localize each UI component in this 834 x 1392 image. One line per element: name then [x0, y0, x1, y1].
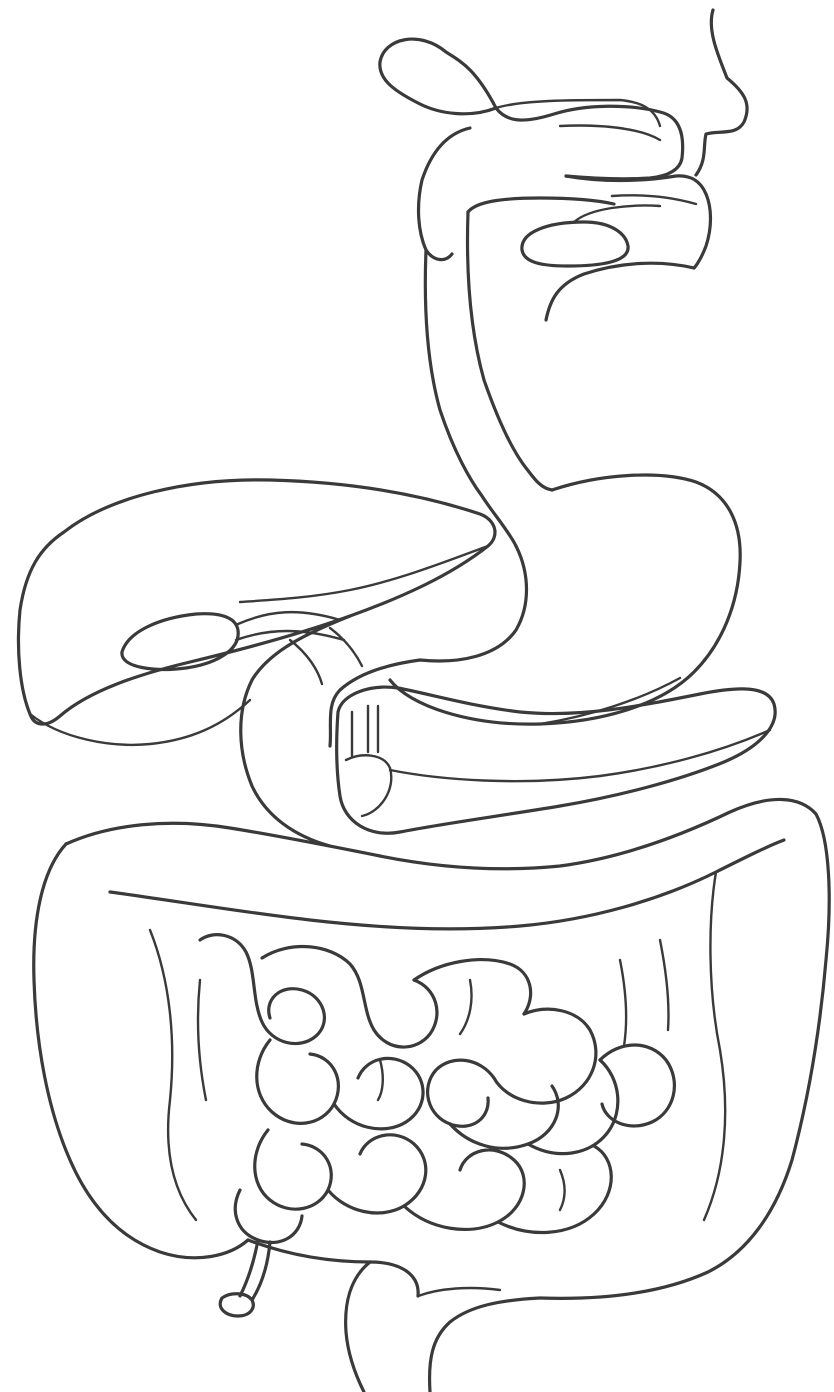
digestive-system-diagram — [0, 0, 834, 1392]
digestive-system-drawing — [0, 0, 834, 1392]
